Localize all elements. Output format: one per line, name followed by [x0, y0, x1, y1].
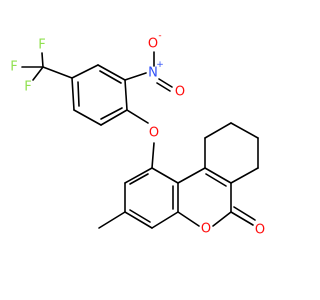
lactone-bond-1 — [177, 211, 200, 227]
lactone-bond-5 — [177, 167, 206, 184]
ring-b-bond-6 — [151, 167, 179, 184]
n-to-lower-o-bond-1 — [158, 78, 173, 88]
cf3-to-ring-bond — [42, 66, 73, 79]
ring-a-bond-2-inner — [99, 70, 122, 84]
ring-b-bond-3-inner — [129, 209, 151, 223]
nitro-oxygen-upper-charge: - — [158, 31, 161, 41]
ring-a-bond-6 — [71, 77, 75, 111]
ring-d-bond-3 — [230, 122, 259, 139]
ring-a-bond-5 — [73, 109, 102, 126]
trifluoromethyl-group — [21, 52, 73, 81]
lactone-bond-2 — [212, 211, 232, 227]
lactone-bond-4-inner — [205, 173, 227, 187]
lactone-ring — [177, 167, 256, 227]
ring-b-bond-1 — [124, 167, 153, 184]
fluorine-bottom-label: F — [24, 80, 31, 95]
ring-to-nitro-bond — [124, 72, 147, 81]
ring-b-bond-1-inner — [129, 173, 149, 185]
ring-b-bond-3 — [124, 211, 153, 229]
nitro-group — [124, 51, 173, 92]
nitro-nitrogen-label: N — [148, 66, 158, 81]
carbonyl-oxygen-label: O — [255, 223, 265, 238]
ring-a-bond-2 — [97, 64, 126, 81]
methyl-bond — [98, 211, 126, 229]
ring-d-bond-5 — [230, 167, 259, 184]
carbonyl-bond-1 — [230, 211, 254, 226]
lactone-bond-4 — [204, 167, 232, 184]
fluorine-left-label: F — [10, 60, 17, 75]
ring-oxygen-label: O — [201, 222, 211, 237]
molecule-structure-diagram: F F F N + O - O O O O — [10, 31, 265, 238]
nitro-nitrogen-charge: + — [156, 60, 164, 70]
n-to-lower-o-bond-2 — [156, 82, 171, 92]
nitro-oxygen-upper-label: O — [148, 37, 158, 52]
cf-bond-bottom — [32, 66, 44, 81]
nitro-oxygen-lower-label: O — [175, 85, 185, 100]
ring-to-ether-o-bond — [126, 109, 149, 124]
ring-d-bond-2 — [204, 122, 232, 139]
ring-a-bond-3 — [124, 79, 128, 111]
nitrophenyl-ring — [71, 64, 128, 126]
ether-linkage — [126, 109, 155, 169]
ring-a-bond-4-inner — [100, 107, 123, 120]
ring-a-bond-4 — [100, 109, 128, 126]
ring-b-bond-4 — [151, 211, 179, 229]
ring-a-bond-6-inner — [77, 81, 80, 107]
benzo-ring — [98, 167, 179, 229]
ring-a-bond-1 — [71, 64, 99, 79]
cf-bond-top — [41, 52, 44, 68]
carbonyl-bond-2 — [233, 206, 256, 221]
cyclohexane-ring — [204, 122, 259, 184]
ether-o-to-core-bond — [151, 142, 155, 169]
fluorine-top-label: F — [38, 38, 45, 53]
ether-oxygen-label: O — [149, 126, 159, 141]
